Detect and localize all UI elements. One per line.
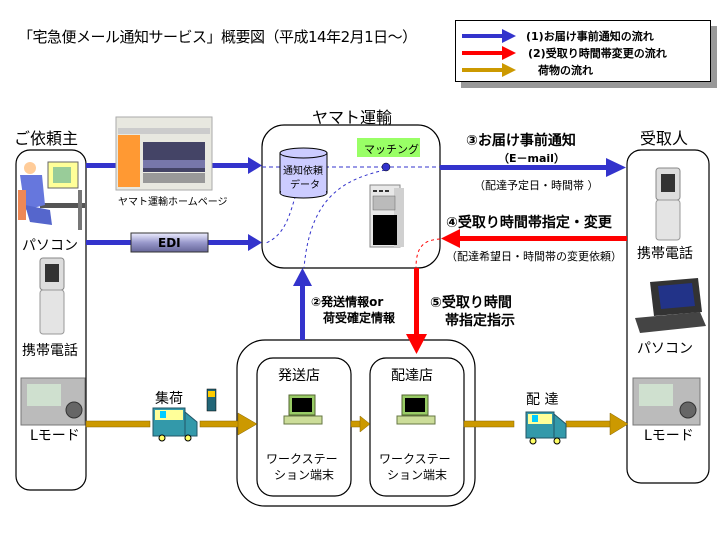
- step2-line1: ②発送情報or: [311, 295, 384, 309]
- legend-item-notification: (1)お届け事前通知の流れ: [456, 27, 710, 45]
- sender-title: ご依頼主: [14, 129, 79, 148]
- blue-arrow-icon: [462, 29, 516, 43]
- sender-device-mobile: 携帯電話: [22, 343, 78, 359]
- yamato-box: [261, 124, 441, 269]
- person-computer-icon: [18, 161, 85, 230]
- recipient-title: 受取人: [640, 129, 689, 148]
- recipient-device-pc: パソコン: [637, 341, 693, 357]
- delivery-store-title: 配達店: [391, 368, 433, 384]
- database-icon: [279, 147, 328, 199]
- shipping-store-title: 発送店: [278, 368, 320, 384]
- legend-item-package: 荷物の流れ: [456, 61, 710, 79]
- delivery-workstation-icon: [396, 394, 436, 425]
- legend-item-time-change: (2)受取り時間帯変更の流れ: [456, 44, 710, 62]
- delivery-truck-icon: [525, 411, 567, 445]
- database-label-2: データ: [290, 180, 320, 191]
- recipient-device-lmode: Lモード: [644, 428, 694, 444]
- matching-label: マッチング: [364, 143, 419, 156]
- shipping-store-line1: ワークステー: [266, 452, 338, 466]
- step4-title: ④受取り時間帯指定・変更: [446, 215, 612, 231]
- homepage-screenshot-icon: [115, 116, 213, 191]
- recipient-box: [626, 149, 710, 484]
- edi-bar: [130, 232, 209, 253]
- recipient-laptop-icon: [635, 278, 706, 333]
- diagram-title: 「宅急便メール通知サービス」概要図（平成14年2月1日〜）: [18, 28, 417, 46]
- legend: (1)お届け事前通知の流れ (2)受取り時間帯変更の流れ 荷物の流れ: [455, 20, 711, 82]
- step5-line2: 帯指定指示: [445, 313, 515, 329]
- step4-note: （配達希望日・時間帯の変更依頼）: [446, 250, 622, 263]
- blue-flow-arrows: [86, 157, 626, 340]
- edi-label: EDI: [158, 236, 181, 250]
- step3-subtitle: （E－mail）: [498, 152, 565, 165]
- red-arrow-icon: [462, 46, 516, 60]
- recipient-lmode-device-icon: [632, 377, 701, 426]
- delivery-store-line1: ワークステー: [379, 452, 451, 466]
- pickup-label: 集荷: [155, 391, 183, 407]
- handheld-terminal-icon: [206, 388, 217, 412]
- matching-node: [381, 162, 391, 172]
- step3-title: ③お届け事前通知: [466, 133, 576, 149]
- sender-device-pc: パソコン: [22, 238, 78, 254]
- delivery-label: 配 達: [526, 392, 559, 408]
- recipient-mobile-phone-icon: [655, 167, 681, 241]
- red-flow-arrows: [406, 229, 627, 354]
- sender-device-lmode: Lモード: [30, 428, 80, 444]
- sender-lmode-device-icon: [20, 377, 86, 426]
- matching-label-bg: [357, 138, 420, 157]
- step3-note: （配達予定日・時間帯 ）: [474, 179, 599, 192]
- delivery-store-line2: ション端末: [387, 468, 448, 482]
- gold-arrow-icon: [462, 63, 516, 77]
- step5-line1: ⑤受取り時間: [430, 295, 512, 311]
- sender-mobile-phone-icon: [39, 257, 65, 335]
- sender-box: [15, 149, 87, 491]
- shipping-workstation-icon: [283, 394, 323, 425]
- homepage-label: ヤマト運輸ホームページ: [118, 197, 228, 208]
- pickup-truck-icon: [152, 407, 198, 442]
- package-flow-arrows: [85, 412, 629, 436]
- database-label-1: 通知依頼: [283, 166, 323, 177]
- yamato-title: ヤマト運輸: [312, 108, 393, 127]
- server-icon: [369, 184, 404, 248]
- recipient-device-mobile: 携帯電話: [637, 246, 693, 262]
- shipping-store-line2: ション端末: [274, 468, 335, 482]
- step2-line2: 荷受確定情報: [323, 311, 396, 325]
